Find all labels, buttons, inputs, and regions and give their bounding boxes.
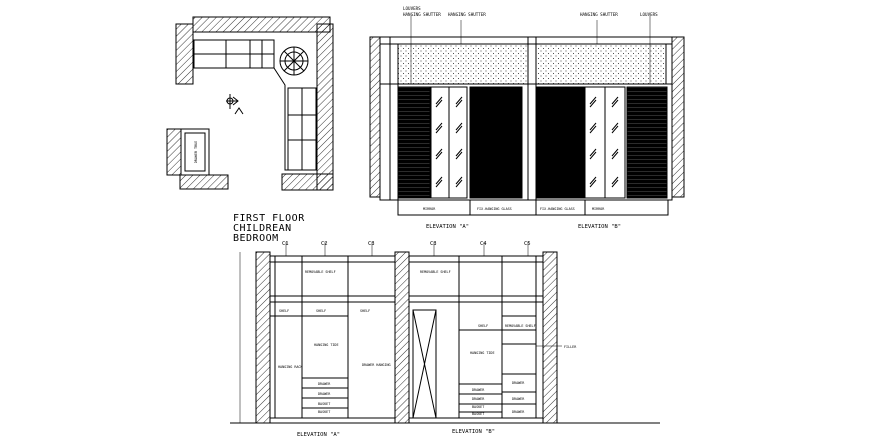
elev-bot-label-basket-3: BASKET — [472, 405, 484, 409]
elev-bot-label-shelf-2: SHELF — [316, 309, 326, 313]
elev-bot-label-shelf-4: SHELF — [478, 324, 488, 328]
elev-bot-wall-mid — [394, 251, 410, 424]
elev-top-black-2 — [535, 86, 585, 199]
elev-top-wall-right — [671, 36, 685, 198]
elev-top-louver-1 — [397, 86, 431, 199]
elev-top-label-louvers-right: LOUVERS — [640, 12, 658, 17]
elev-bot-label-shelf-1: SHELF — [279, 309, 289, 313]
elev-top-label-mirror-left: MIRROR — [423, 207, 436, 211]
elev-bot-door — [412, 309, 437, 419]
elevation-top: LOUVERS HANGING SHUTTER HANGING SHUTTER … — [369, 6, 685, 230]
heading-line-2: CHILDREAN — [233, 223, 292, 234]
elev-bot-title-b: ELEVATION "B" — [452, 429, 495, 435]
plan-wall-right — [316, 23, 334, 191]
elev-bot-col-3: C3 — [368, 241, 375, 247]
elev-top-louver-2 — [626, 86, 668, 199]
elev-bot-col-2: C2 — [321, 241, 328, 247]
elev-bot-label-basket-2: BASKET — [318, 410, 330, 414]
elev-top-label-glass-left: FIX.HANGING GLASS — [477, 207, 512, 211]
elev-top-label-hanging-mid: HANGING SHUTTER — [448, 12, 486, 17]
elev-bot-label-filler: FILLER — [564, 345, 577, 349]
elev-bot-label-drawer-hanging: DRAWER HANGING — [362, 363, 391, 367]
elev-top-label-louvers-left: LOUVERS — [403, 6, 421, 11]
plan-wall-left — [175, 23, 194, 85]
elev-top-mirror-marks — [435, 96, 619, 188]
elev-bot-col-1: C1 — [282, 241, 289, 247]
elev-bot-label-basket-1: BASKET — [318, 402, 330, 406]
elev-bot-title-a: ELEVATION "A" — [297, 432, 340, 438]
elev-top-title-b: ELEVATION "B" — [578, 224, 621, 230]
elev-bot-frame-b — [408, 255, 544, 419]
plan-wall-small — [179, 174, 229, 190]
elev-bot-col-6: C5 — [524, 241, 531, 247]
elev-top-label-glass-right: FIX.HANGING GLASS — [540, 207, 575, 211]
elev-bot-label-drawer-4: DRAWER — [472, 397, 485, 401]
plan-wall-bottom — [281, 173, 334, 191]
elev-top-loft-left — [397, 43, 529, 85]
drawing-heading: FIRST FLOOR CHILDREAN BEDROOM — [233, 214, 305, 244]
elev-top-black-1 — [469, 86, 523, 199]
elev-top-label-mirror-right: MIRROR — [592, 207, 605, 211]
elev-bot-label-drawer-6: DRAWER — [512, 397, 525, 401]
floor-plan: DRAWER TRUE — [166, 16, 334, 191]
elev-bot-label-drawer-2: DRAWER — [318, 392, 331, 396]
elev-bot-col-5: C4 — [480, 241, 487, 247]
plan-label: DRAWER TRUE — [194, 141, 198, 163]
elev-bot-col-4: C3 — [430, 241, 437, 247]
elevation-bottom: C1 C2 C3 C3 C4 C5 REMOVABLE SHELF REMOVA… — [230, 241, 660, 438]
elev-bot-label-removable-1: REMOVABLE SHELF — [305, 270, 336, 274]
elev-bot-label-basket-4: BASKET — [472, 412, 484, 416]
elev-bot-label-drawer-1: DRAWER — [318, 382, 331, 386]
elev-bot-label-drawer-7: DRAWER — [512, 410, 525, 414]
elev-top-title-a: ELEVATION "A" — [426, 224, 469, 230]
heading-line-3: BEDROOM — [233, 233, 279, 244]
elev-bot-label-rack: HANGING RACK — [278, 365, 303, 369]
north-arrow-icon — [226, 94, 244, 115]
elev-top-wall-left — [369, 36, 381, 198]
elev-bot-label-removable-3: REMOVABLE SHELF — [505, 324, 536, 328]
elev-bot-label-removable-2: REMOVABLE SHELF — [420, 270, 451, 274]
heading-line-1: FIRST FLOOR — [233, 213, 305, 224]
elev-bot-label-drawer-5: DRAWER — [512, 381, 525, 385]
elev-bot-wall-left — [255, 251, 271, 424]
elev-bot-label-drawer-3: DRAWER — [472, 388, 485, 392]
elev-bot-frame-a — [269, 255, 396, 419]
plan-wall-top — [192, 16, 331, 33]
elev-bot-label-tide-2: HANGING TIDE — [470, 351, 495, 355]
elev-top-loft-right — [535, 43, 667, 85]
elev-top-label-hanging-right: HANGING SHUTTER — [580, 12, 618, 17]
elev-top-label-hanging-left: HANGING SHUTTER — [403, 12, 441, 17]
elev-bot-label-shelf-3: SHELF — [360, 309, 370, 313]
elev-bot-wall-right — [542, 251, 558, 424]
elev-bot-label-tide-1: HANGING TIDE — [314, 343, 339, 347]
